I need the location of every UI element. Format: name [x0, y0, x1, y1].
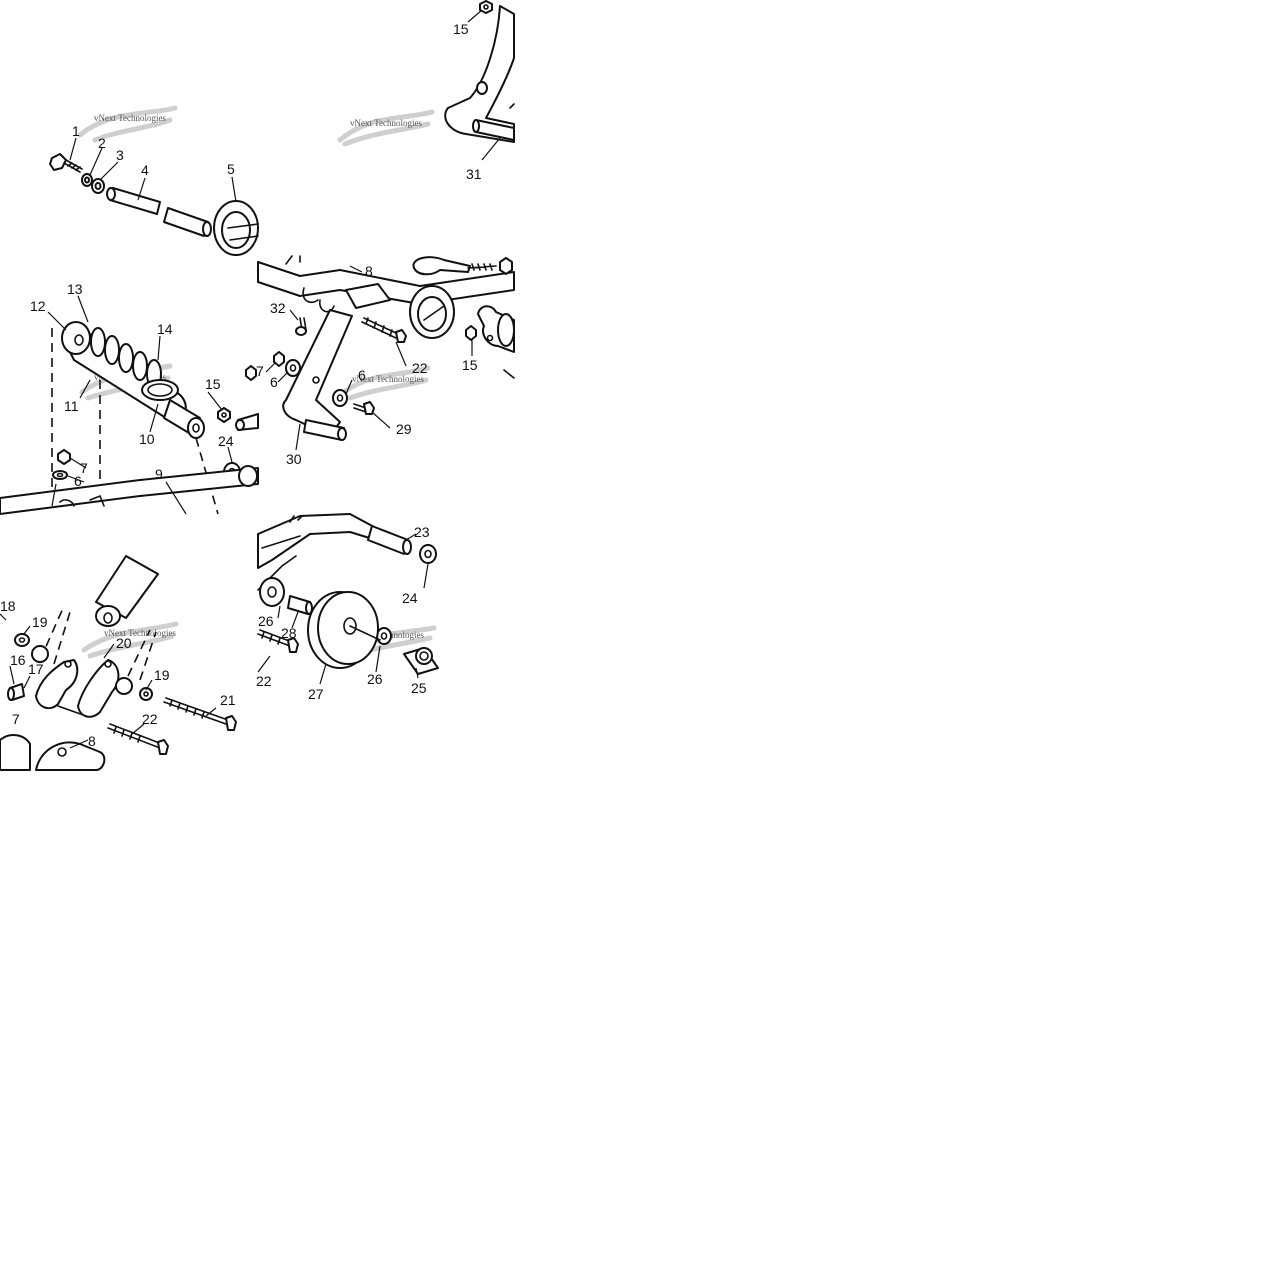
part-29-bolt [353, 401, 375, 415]
part-4-axle [106, 187, 212, 237]
part-14-collar [141, 379, 179, 401]
part-1-bolt [49, 153, 83, 173]
callout-15: 15 [462, 357, 478, 373]
callout-14: 14 [157, 321, 173, 337]
callout-24: 24 [402, 590, 418, 606]
part-30-arm [282, 287, 353, 441]
lower-frame [0, 734, 106, 771]
callout-13: 13 [67, 281, 83, 297]
callout-15: 15 [205, 376, 221, 392]
callout-26: 26 [258, 613, 274, 629]
callout-7: 7 [12, 711, 20, 727]
watermark: vNext Technologies [337, 109, 435, 147]
callout-6: 6 [270, 374, 278, 390]
tile-center: vNext Technologies [245, 255, 515, 467]
part-23-axle [367, 525, 412, 555]
tile-bottom-left: vNext Technologies [0, 555, 237, 771]
callout-11: 11 [64, 398, 79, 414]
callout-5: 5 [227, 161, 235, 177]
part-19-spacer [14, 633, 153, 701]
callout-7: 7 [256, 363, 264, 379]
callout-19: 19 [154, 667, 170, 683]
part-22-bolt [361, 317, 407, 343]
tile-bottom-middle: vNext Technologies [256, 513, 439, 702]
part-15-nut [465, 325, 477, 341]
callout-32: 32 [270, 300, 286, 316]
part-5-wheel [213, 200, 259, 256]
part-16-bushing [31, 645, 133, 695]
part-17-spacer [7, 683, 25, 701]
watermark-text: vNext Technologies [94, 113, 166, 123]
callout-4: 4 [141, 162, 149, 178]
callout-20: 20 [116, 635, 132, 651]
callout-8: 8 [88, 733, 96, 749]
callout-7: 7 [80, 460, 88, 476]
callout-15: 15 [453, 21, 469, 37]
watermark: vNext Technologies [81, 621, 179, 659]
callout-23: 23 [414, 524, 430, 540]
tile-top-middle: vNext Technologies 15 31 [337, 0, 515, 182]
callout-22: 22 [412, 360, 428, 376]
callout-1: 1 [72, 123, 80, 139]
part-25-sleeve [403, 647, 439, 675]
callout-26: 26 [367, 671, 383, 687]
right-bracket [477, 305, 515, 379]
part-9-frame-rail [0, 465, 259, 515]
watermark-text: vNext Technologies [350, 118, 422, 128]
part-7-nut [245, 351, 285, 381]
part-28-spacer [287, 595, 313, 615]
callout-22: 22 [256, 673, 272, 689]
callout-6: 6 [358, 367, 366, 383]
part-7-nut [57, 449, 71, 465]
part-27-idler-wheel [307, 591, 381, 669]
part-15-nut [217, 407, 231, 423]
callout-2: 2 [98, 135, 106, 151]
part-6-washer [52, 470, 68, 480]
callout-24: 24 [218, 433, 234, 449]
part-6-washer [285, 359, 348, 407]
part-31-rail-arm [444, 5, 515, 143]
part-23-sleeve [235, 413, 259, 431]
callout-30: 30 [286, 451, 302, 467]
part-21-bolt [163, 697, 237, 731]
callout-22: 22 [142, 711, 158, 727]
eyebolt [412, 256, 513, 276]
callout-17: 17 [28, 661, 44, 677]
callout-8: 8 [365, 263, 373, 279]
callout-21: 21 [220, 692, 236, 708]
tile-middle-left: vNext Technologies [0, 281, 259, 515]
callout-28: 28 [281, 625, 297, 641]
callout-31: 31 [466, 166, 482, 182]
part-22-bolt [107, 723, 169, 755]
part-12-eye [61, 321, 91, 355]
part-22-bolt [257, 629, 299, 653]
callout-9: 9 [155, 466, 163, 482]
part-24-washer [419, 544, 437, 564]
watermark-text: vNext Technologies [104, 628, 176, 638]
shock-lower-end [95, 555, 159, 627]
part-8-cross-tube [257, 255, 515, 309]
watermark: vNext Technologies [341, 365, 431, 401]
callout-16: 16 [10, 652, 26, 668]
watermark-text: vNext Technologies [352, 374, 424, 384]
callout-19: 19 [32, 614, 48, 630]
callout-27: 27 [308, 686, 324, 702]
part-20-bracket [35, 659, 120, 718]
part-2-washer [81, 173, 93, 187]
callout-25: 25 [411, 680, 427, 696]
part-3-washer [91, 178, 105, 194]
callout-18: 18 [0, 598, 16, 614]
callout-29: 29 [396, 421, 412, 437]
callout-12: 12 [30, 298, 46, 314]
part-15-nut [479, 0, 493, 14]
callout-3: 3 [116, 147, 124, 163]
callout-10: 10 [139, 431, 155, 447]
tube-socket [409, 285, 455, 339]
callout-6: 6 [74, 473, 82, 489]
tile-top-left: vNext Technologies 1 2 3 4 5 [49, 105, 259, 256]
part-32-screw [295, 317, 307, 336]
watermark: vNext Technologies [77, 105, 178, 143]
